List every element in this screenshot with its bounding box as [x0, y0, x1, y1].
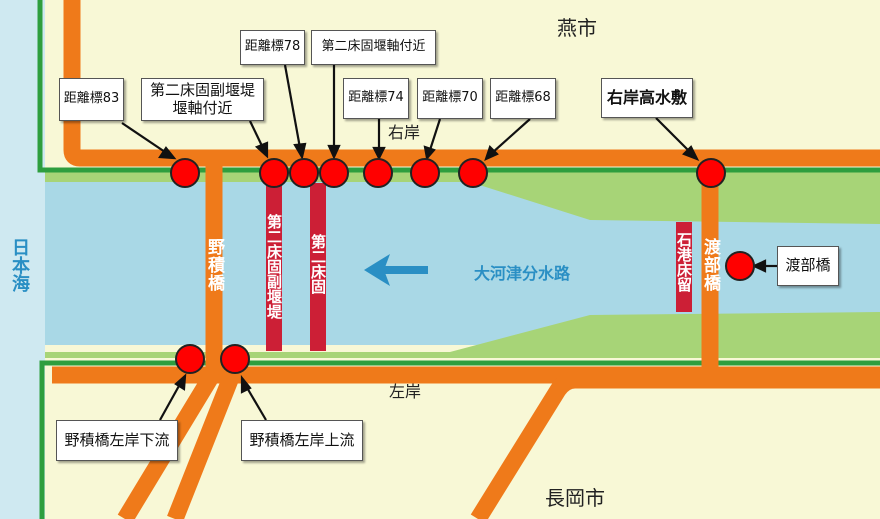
isekou-tokokatame-bar [676, 222, 692, 312]
left-levee-line [39, 360, 880, 519]
left-floodplain [45, 312, 880, 358]
marker-kyori83[interactable] [170, 158, 200, 188]
city-label-tsubame: 燕市 [557, 16, 597, 40]
callout-nozumi-left-down[interactable]: 野積橋左岸下流 [56, 420, 178, 461]
right-bank-road [63, 0, 880, 167]
road-to-nagaoka [470, 371, 880, 519]
daini-tokokatame-bar [310, 183, 326, 351]
callout-kyori78[interactable]: 距離標78 [240, 30, 305, 65]
road-to-sw-2 [167, 376, 238, 519]
marker-kyori74[interactable] [363, 158, 393, 188]
marker-kyori68[interactable] [458, 158, 488, 188]
callout-fukuentei[interactable]: 第二床固副堰堤 堰軸付近 [141, 78, 264, 121]
callout-weir-axis[interactable]: 第二床固堰軸付近 [311, 30, 436, 65]
watabe-bridge-label: 渡部橋 [700, 238, 720, 292]
callout-kyori68[interactable]: 距離標68 [490, 78, 556, 119]
sea-label: 日本海 [9, 238, 30, 292]
river-name-label: 大河津分水路 [474, 264, 571, 283]
right-levee-line [37, 0, 880, 173]
marker-fukuentei[interactable] [259, 158, 289, 188]
callout-right-high-water[interactable]: 右岸高水敷 [601, 78, 693, 118]
marker-weir-axis[interactable] [319, 158, 349, 188]
nozumi-bridge-label: 野積橋 [204, 238, 224, 292]
callout-nozumi-left-up[interactable]: 野積橋左岸上流 [241, 420, 363, 461]
flow-arrow [364, 254, 428, 286]
city-label-nagaoka: 長岡市 [545, 486, 605, 510]
daini-tokokatame-label: 第二床固 [309, 234, 327, 294]
callout-kyori74[interactable]: 距離標74 [343, 78, 409, 119]
marker-nozumi-left-down[interactable] [175, 344, 205, 374]
daini-fukudo-weir-bar [266, 183, 282, 351]
callout-kyori83[interactable]: 距離標83 [59, 78, 124, 121]
callout-watabe[interactable]: 渡部橋 [777, 246, 839, 286]
daini-fukudo-weir-label: 第二床固副堰堤 [265, 214, 283, 319]
marker-nozumi-left-up[interactable] [220, 344, 250, 374]
right-bank-label: 右岸 [388, 123, 421, 142]
marker-watabe[interactable] [725, 251, 755, 281]
callout-arrows [121, 60, 778, 421]
marker-right-high-water[interactable] [696, 158, 726, 188]
right-floodplain [45, 172, 880, 224]
marker-kyori70[interactable] [410, 158, 440, 188]
isekou-tokokatame-label: 石港床留 [675, 232, 693, 292]
callout-kyori70[interactable]: 距離標70 [417, 78, 483, 119]
marker-kyori78[interactable] [289, 158, 319, 188]
left-bank-label: 左岸 [389, 382, 422, 401]
